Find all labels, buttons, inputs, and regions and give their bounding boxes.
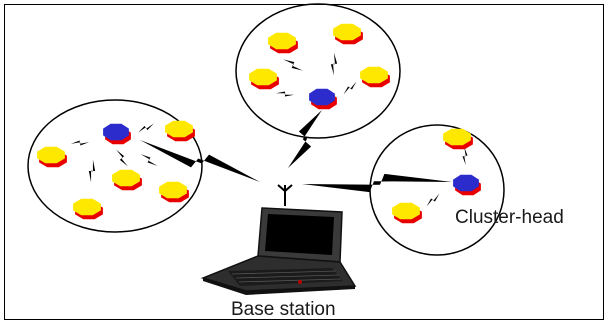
node-left-1 [37,146,67,168]
link-right-to-base [302,173,452,193]
cluster-head-top [309,88,337,110]
laptop-icon [200,184,357,295]
bolt-left-2 [136,123,156,133]
cluster-head-label: Cluster-head [455,207,564,228]
bolt-top-3 [275,88,295,100]
node-top-2 [333,23,363,45]
bolt-top-2 [328,52,340,76]
cluster-head-right [453,174,481,196]
link-top-to-base [288,110,322,168]
node-left-3 [112,169,142,191]
bolt-top-1 [283,55,303,75]
cluster-left-boundary [27,99,203,233]
cluster-right-boundary [369,124,505,256]
node-left-4 [159,181,189,203]
node-top-1 [268,32,298,54]
node-left-5 [73,198,103,220]
bolt-left-4 [116,147,128,169]
long-range-links [140,110,452,193]
bolt-left-3 [85,159,99,183]
bolt-right-2 [424,193,442,207]
node-top-3 [249,68,279,90]
node-right-1 [392,202,422,224]
bolt-top-4 [341,81,359,95]
cluster-top-boundary [235,3,401,139]
node-left-2 [165,120,195,142]
bolt-right-1 [461,146,469,166]
bolt-left-1 [70,139,90,147]
link-left-to-base [140,140,260,182]
cluster-head-left [103,123,131,145]
node-right-2 [443,128,473,150]
bolt-left-5 [140,150,158,170]
node-top-4 [360,66,390,88]
nodes [37,23,481,224]
base-station-label: Base station [231,299,336,320]
